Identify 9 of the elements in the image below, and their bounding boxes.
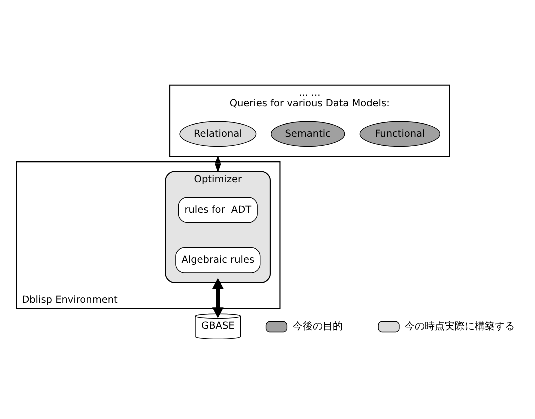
node-box: rules for ADT: [178, 197, 258, 224]
legend-label: 今後の目的: [292, 322, 343, 333]
node-ellipse: Functional: [360, 121, 441, 148]
node-ellipse: Semantic: [270, 121, 346, 148]
arrow: [215, 155, 222, 173]
arrow: [212, 278, 224, 318]
node-ellipse: Relational: [180, 121, 257, 148]
legend-label: 今の時点実際に構築する: [405, 322, 516, 333]
node-box: Algebraic rules: [176, 248, 261, 274]
